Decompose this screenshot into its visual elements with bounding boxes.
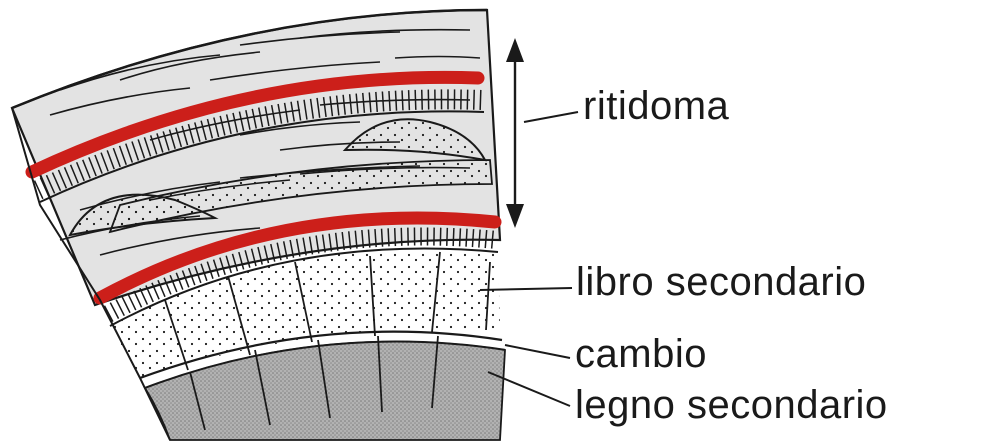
- label-ritidoma: ritidoma: [583, 86, 729, 126]
- leader-ritidoma: [524, 112, 578, 122]
- label-cambio: cambio: [575, 334, 707, 374]
- ritidoma-extent-arrow: [506, 38, 524, 228]
- label-libro-secondario: libro secondario: [576, 262, 866, 302]
- label-legno-secondario: legno secondario: [575, 385, 888, 425]
- leader-cambio: [505, 345, 570, 358]
